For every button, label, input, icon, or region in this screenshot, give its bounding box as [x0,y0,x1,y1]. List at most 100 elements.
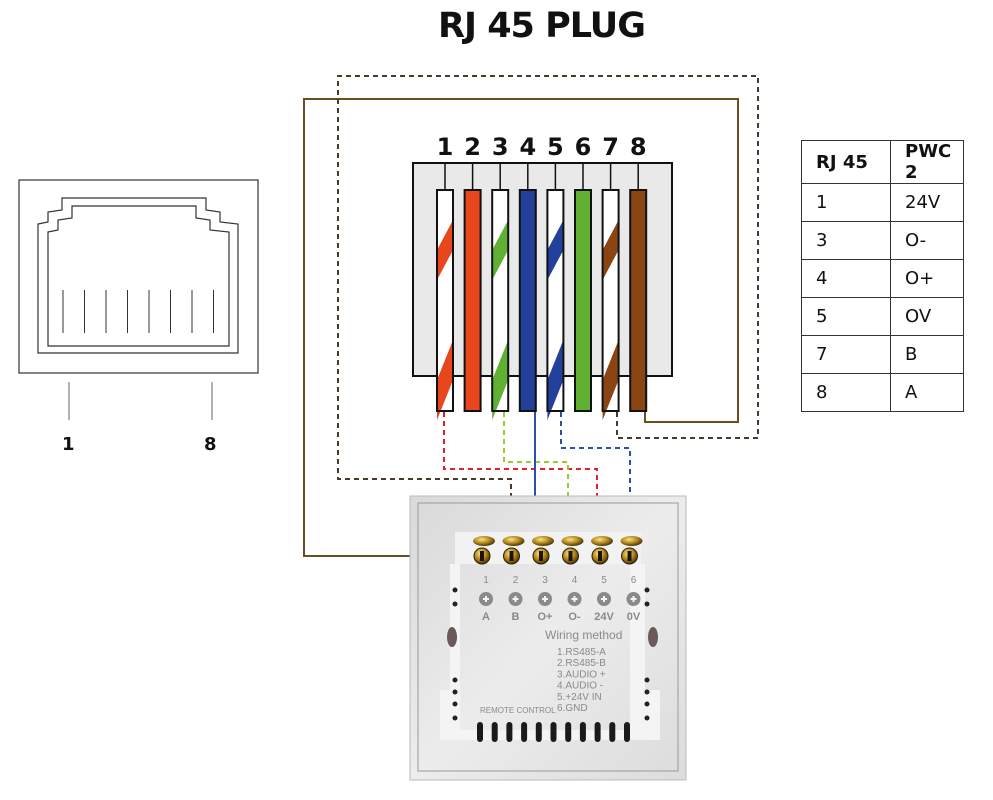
side-notch [644,715,650,721]
terminal-slot [598,551,602,561]
terminal-function-label: O+ [538,611,553,623]
terminal-number: 2 [513,575,519,586]
plug-pin-number: 2 [464,133,481,161]
plug-pin-number: 8 [630,133,647,161]
wire-body [630,190,647,411]
wire-outline [546,189,565,412]
terminal-clamp [502,536,525,546]
terminal-clamp [561,536,584,546]
jack-outer-outline [37,197,239,354]
terminal-function-label: B [512,611,520,623]
label-panel [440,564,660,740]
vent-slot [535,722,542,742]
terminal-number: 6 [631,575,637,586]
plug-wires [436,189,648,420]
plug-pin-number: 7 [602,133,619,161]
terminal-number: 4 [572,575,578,586]
mount-hole-left [447,627,457,647]
vent-slot [565,722,572,742]
side-notch [644,701,650,707]
wire-pin-1 [436,189,454,420]
terminal-clamp [532,536,554,546]
vent-slot [477,722,483,742]
plug-pin-number: 6 [575,133,592,161]
terminal-clamp [591,536,613,546]
cell-rj45-pin: 3 [801,221,891,260]
cell-rj45-pin: 4 [801,259,891,298]
plug-body [412,162,673,377]
terminal-plus-v [632,596,635,602]
wiring-method-list: 1.RS485-A2.RS485-B3.AUDIO +4.AUDIO -5.+2… [557,647,606,714]
cell-pwc2-signal: 24V [890,183,964,222]
wiring-method-item: 2.RS485-B [557,658,606,669]
cell-pwc2-signal: O+ [890,259,964,298]
cell-pwc2-signal: A [890,373,964,412]
wire-stripe [492,340,509,420]
side-notch [644,689,650,695]
wire-pin7-to-terminal2 [337,75,759,556]
plug-pin-number: 1 [437,133,454,161]
wire-body [519,190,536,411]
cell-pwc2-signal: B [890,335,964,374]
wire-pin1-to-terminal5 [443,412,598,550]
wire-pin-7 [601,189,620,420]
terminal-slot [480,551,484,561]
side-notch [644,587,650,593]
vent-slot [521,722,528,742]
wire-pin-6 [574,189,592,412]
vent-slot [550,722,557,742]
wire-outline [518,189,537,412]
wire-body [464,190,481,411]
wire-outline [574,189,592,412]
jack-inner-outline [47,205,230,347]
wiring-method-item: 3.AUDIO + [557,669,606,680]
wire-outline [491,189,510,412]
terminal-plus-v [544,596,546,602]
terminal-function-label: A [482,611,490,623]
vent-slot [594,722,601,742]
terminal-slot [539,551,543,561]
terminal-function-label: 24V [594,611,614,623]
jack-label-1: 1 [62,434,75,455]
wire-stripe [602,220,619,280]
wiring-method-item: 1.RS485-A [557,647,606,658]
wire-stripe [437,220,453,280]
wire-stripe [492,220,509,280]
vent-slot [579,722,586,742]
plug-pin-number: 3 [492,133,509,161]
terminal-slot [627,551,632,561]
wiring-method-item: 4.AUDIO - [557,681,603,692]
wire-pin-2 [463,189,482,412]
terminal-number: 3 [542,575,548,586]
terminal-plus-v [573,596,576,602]
wire-pin-4 [518,189,537,412]
side-notch [452,715,458,721]
jack-outer-frame [18,179,259,374]
cell-rj45-pin: 1 [801,183,891,222]
terminal-number: 1 [483,575,489,586]
terminal-slot [509,551,514,561]
wire-pin8-to-terminal1 [303,98,739,557]
cell-rj45-pin: 7 [801,335,891,374]
mount-hole-right [648,627,658,647]
wire-outline [601,189,620,412]
wiring-method-heading: Wiring method [545,628,622,642]
wire-stripe [437,340,453,420]
wire-pin-3 [491,189,510,420]
terminal-screws [473,536,643,565]
wire-stripe [547,220,564,280]
device-inner-rim [417,502,679,772]
side-notches [452,587,650,721]
terminal-plus-v [485,596,487,602]
cell-pwc2-signal: O- [890,221,964,260]
cell-rj45-pin: 5 [801,297,891,336]
terminal-function-label: O- [568,611,581,623]
vent-slot [624,722,630,742]
rj45-jack: 1 8 [18,179,259,455]
